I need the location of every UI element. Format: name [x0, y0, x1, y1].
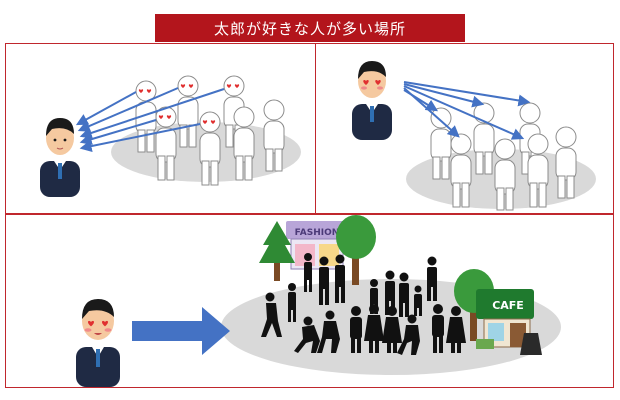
- faceless-person-icon: [555, 126, 577, 199]
- cafe-icon: [476, 289, 542, 355]
- faceless-people-group: [430, 102, 577, 211]
- heart-eyes-icon: [87, 320, 109, 327]
- faceless-person-icon: [135, 80, 157, 153]
- panel-tr-illustration: [352, 61, 596, 211]
- faceless-person-icon: [494, 138, 516, 211]
- faceless-person-icon: [450, 133, 472, 208]
- faceless-person-icon: [430, 107, 452, 180]
- heart-eyes-icon: [363, 79, 381, 85]
- faceless-people-group: [135, 75, 285, 186]
- crowd-silhouette-icon: [261, 253, 466, 355]
- tree-icon: [336, 215, 376, 285]
- panel-bottom-illustration: FASHION CAFE: [76, 215, 561, 387]
- faceless-person-icon: [527, 133, 549, 208]
- man-in-suit-icon: [40, 118, 80, 197]
- panel-taro-likes-people: [315, 43, 614, 214]
- tree-icon: [259, 221, 295, 281]
- gaze-arrows: [75, 87, 225, 152]
- faceless-person-icon: [199, 111, 221, 186]
- heart-eyes-icon: [138, 84, 240, 124]
- fashion-sign-text: FASHION: [295, 228, 340, 238]
- faceless-person-icon: [263, 99, 285, 172]
- page-title: 太郎が好きな人が多い場所: [155, 14, 465, 42]
- page-title-text: 太郎が好きな人が多い場所: [213, 19, 406, 38]
- panel-people-like-taro: [5, 43, 316, 214]
- panel-tl-illustration: [40, 75, 301, 197]
- man-in-suit-icon: [76, 299, 120, 387]
- panel-crowded-place: FASHION CAFE: [5, 214, 614, 388]
- cafe-sign-text: CAFE: [492, 299, 524, 312]
- faceless-person-icon: [177, 75, 199, 148]
- gaze-arrows: [403, 81, 531, 140]
- faceless-person-icon: [155, 106, 177, 181]
- man-in-suit-icon: [352, 61, 392, 140]
- right-arrow-icon: [132, 307, 230, 355]
- faceless-person-icon: [233, 106, 255, 181]
